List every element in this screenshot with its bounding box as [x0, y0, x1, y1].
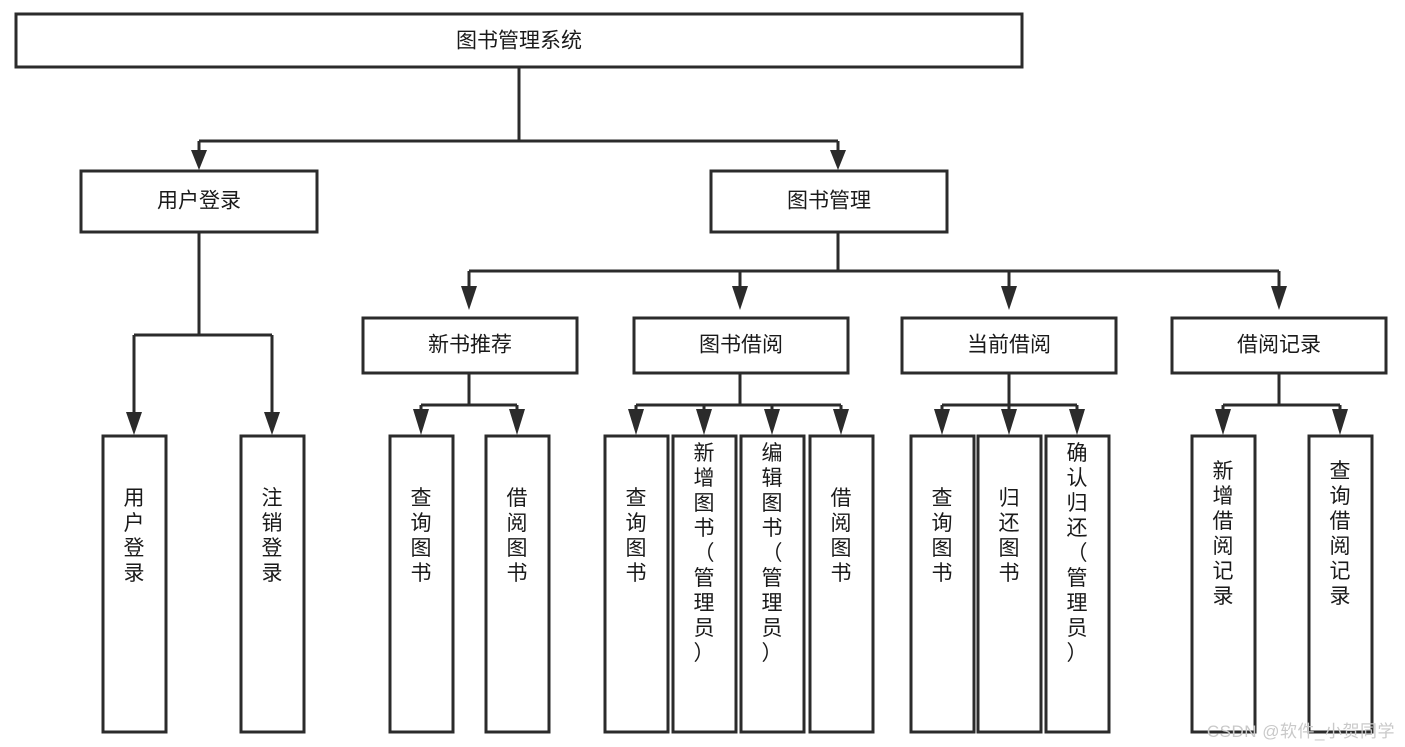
arrow-head-leaf-user-login [126, 412, 142, 435]
node-leaf-borrow-book-2-label: 借阅图书 [831, 487, 852, 585]
arrow-head-leaf-add-record [1215, 409, 1231, 435]
node-book-manage-box[interactable] [709, 169, 949, 234]
node-leaf-query-book-2-label: 查询图书 [626, 487, 647, 585]
arrow-head-current-borrow [1001, 286, 1017, 310]
node-leaf-add-record-label: 新增借阅记录 [1213, 460, 1234, 608]
arrow-head-user-login [191, 150, 207, 170]
node-leaf-borrow-book-2-box[interactable] [808, 434, 875, 734]
node-leaf-user-login-label: 用户登录 [124, 487, 145, 585]
node-leaf-borrow-book-1-box[interactable] [484, 434, 551, 734]
node-root-label: 图书管理系统 [456, 30, 582, 53]
node-book-borrow-box[interactable] [632, 316, 850, 375]
node-leaf-edit-book-label: 编辑图书（管理员） [762, 442, 783, 665]
node-leaf-logout-login-label: 注销登录 [262, 487, 283, 585]
node-new-book-rec[interactable]: 新书推荐 [361, 316, 579, 375]
arrow-head-leaf-query-book-1 [413, 409, 429, 435]
node-leaf-query-record-label: 查询借阅记录 [1330, 460, 1351, 608]
node-leaf-query-book-1-box[interactable] [388, 434, 455, 734]
node-leaf-query-book-3-box[interactable] [909, 434, 976, 734]
node-leaf-logout-login[interactable]: 注销登录 [239, 434, 306, 734]
arrow-head-leaf-add-book [696, 409, 712, 435]
arrow-head-leaf-query-book-2 [628, 409, 644, 435]
node-borrow-record-box[interactable] [1170, 316, 1388, 375]
node-leaf-query-record-box[interactable] [1307, 434, 1374, 734]
node-leaf-query-book-1[interactable]: 查询图书 [388, 434, 455, 734]
node-new-book-rec-label: 新书推荐 [428, 334, 512, 357]
node-borrow-record-label: 借阅记录 [1237, 334, 1321, 357]
node-leaf-query-book-3-label: 查询图书 [932, 487, 953, 585]
node-leaf-query-book-3[interactable]: 查询图书 [909, 434, 976, 734]
node-book-borrow[interactable]: 图书借阅 [632, 316, 850, 375]
arrow-head-book-borrow [732, 286, 748, 310]
node-leaf-confirm-return[interactable]: 确认归还（管理员） [1044, 434, 1111, 734]
node-leaf-borrow-book-1-label: 借阅图书 [507, 487, 528, 585]
node-leaf-return-book[interactable]: 归还图书 [976, 434, 1043, 734]
node-new-book-rec-box[interactable] [361, 316, 579, 375]
node-leaf-add-record-box[interactable] [1190, 434, 1257, 734]
node-current-borrow-box[interactable] [900, 316, 1118, 375]
node-leaf-add-book[interactable]: 新增图书（管理员） [671, 434, 738, 734]
node-leaf-edit-book[interactable]: 编辑图书（管理员） [739, 434, 806, 734]
node-user-login[interactable]: 用户登录 [79, 169, 319, 234]
node-leaf-confirm-return-label: 确认归还（管理员） [1067, 442, 1088, 665]
connector-layer [126, 67, 1348, 435]
arrow-head-new-book-rec [461, 286, 477, 310]
node-leaf-borrow-book-1[interactable]: 借阅图书 [484, 434, 551, 734]
node-leaf-add-record[interactable]: 新增借阅记录 [1190, 434, 1257, 734]
node-leaf-query-book-1-label: 查询图书 [411, 487, 432, 585]
node-leaf-query-record[interactable]: 查询借阅记录 [1307, 434, 1374, 734]
node-borrow-record[interactable]: 借阅记录 [1170, 316, 1388, 375]
node-leaf-edit-book-box[interactable] [739, 434, 806, 734]
node-root[interactable]: 图书管理系统 [14, 12, 1024, 69]
node-leaf-borrow-book-2[interactable]: 借阅图书 [808, 434, 875, 734]
node-leaf-user-login-box[interactable] [101, 434, 168, 734]
arrow-head-book-manage [830, 150, 846, 170]
arrow-head-leaf-edit-book [764, 409, 780, 435]
arrow-head-leaf-borrow-book-1 [509, 409, 525, 435]
node-leaf-query-book-2-box[interactable] [603, 434, 670, 734]
node-leaf-return-book-box[interactable] [976, 434, 1043, 734]
node-leaf-user-login[interactable]: 用户登录 [101, 434, 168, 734]
arrow-head-leaf-return-book [1001, 409, 1017, 435]
node-current-borrow[interactable]: 当前借阅 [900, 316, 1118, 375]
node-leaf-return-book-label: 归还图书 [999, 487, 1020, 585]
csdn-watermark: CSDN @软件_小贺同学 [1206, 722, 1395, 741]
arrow-head-borrow-record [1271, 286, 1287, 310]
node-user-login-label: 用户登录 [157, 190, 241, 213]
node-book-manage-label: 图书管理 [787, 190, 871, 213]
arrow-head-leaf-query-record [1332, 409, 1348, 435]
arrow-head-leaf-query-book-3 [934, 409, 950, 435]
node-user-login-box[interactable] [79, 169, 319, 234]
node-leaf-add-book-label: 新增图书（管理员） [694, 442, 715, 665]
node-book-borrow-label: 图书借阅 [699, 334, 783, 357]
arrow-head-leaf-logout-login [264, 412, 280, 435]
node-leaf-add-book-box[interactable] [671, 434, 738, 734]
arrow-head-leaf-borrow-book-2 [833, 409, 849, 435]
node-book-manage[interactable]: 图书管理 [709, 169, 949, 234]
node-current-borrow-label: 当前借阅 [967, 334, 1051, 357]
node-leaf-logout-login-box[interactable] [239, 434, 306, 734]
arrow-head-leaf-confirm-return [1069, 409, 1085, 435]
node-leaf-confirm-return-box[interactable] [1044, 434, 1111, 734]
node-leaf-query-book-2[interactable]: 查询图书 [603, 434, 670, 734]
node-root-box[interactable] [14, 12, 1024, 69]
